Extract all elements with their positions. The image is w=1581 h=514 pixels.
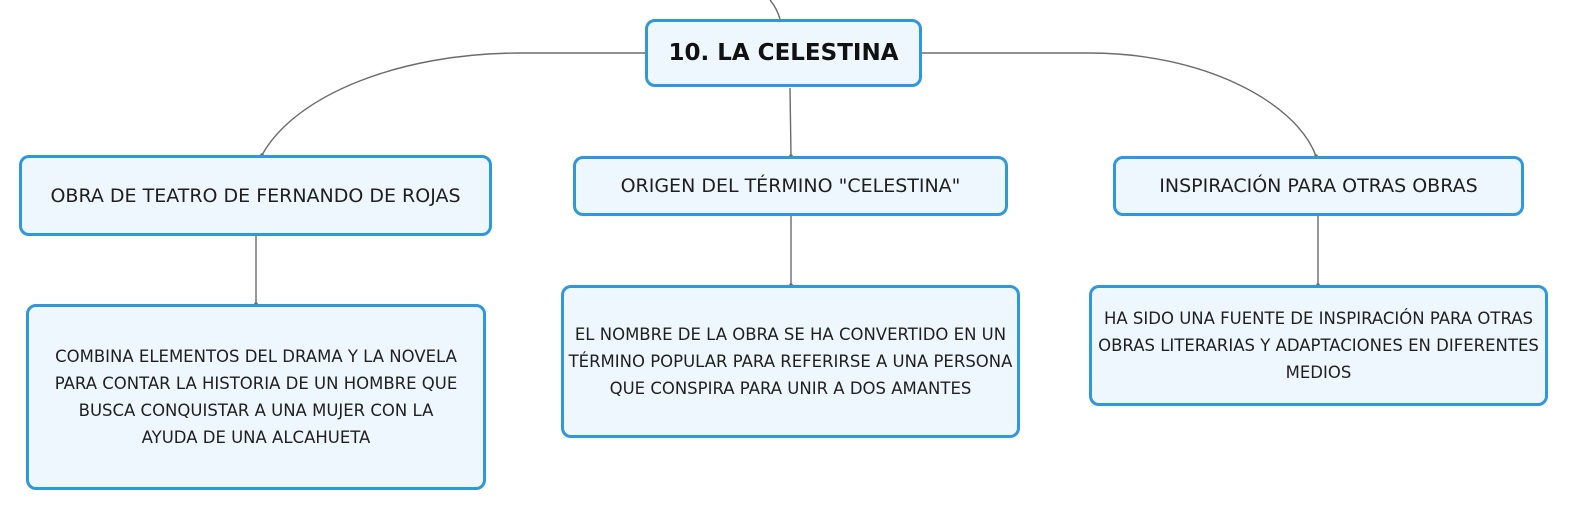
topic-node-label: ORIGEN DEL TÉRMINO "CELESTINA" — [620, 175, 961, 197]
detail-node-fuente-de-inspiracion[interactable]: HA SIDO UNA FUENTE DE INSPIRACIÓN PARA O… — [1089, 285, 1548, 406]
detail-node-label: HA SIDO UNA FUENTE DE INSPIRACIÓN PARA O… — [1098, 309, 1539, 382]
topic-node-inspiracion[interactable]: INSPIRACIÓN PARA OTRAS OBRAS — [1113, 156, 1524, 216]
detail-node-label: COMBINA ELEMENTOS DEL DRAMA Y LA NOVELA … — [54, 347, 458, 447]
connector-root-to-topic-2 — [789, 87, 792, 157]
topic-node-label: OBRA DE TEATRO DE FERNANDO DE ROJAS — [50, 184, 461, 207]
root-node[interactable]: 10. LA CELESTINA — [645, 19, 922, 87]
detail-node-nombre-de-la-obra[interactable]: EL NOMBRE DE LA OBRA SE HA CONVERTIDO EN… — [561, 285, 1020, 438]
detail-node-label: EL NOMBRE DE LA OBRA SE HA CONVERTIDO EN… — [568, 325, 1013, 398]
connector-root-to-topic-3 — [922, 52, 1317, 157]
topic-node-label: INSPIRACIÓN PARA OTRAS OBRAS — [1159, 175, 1478, 197]
topic-node-origen-del-termino[interactable]: ORIGEN DEL TÉRMINO "CELESTINA" — [573, 156, 1008, 216]
connector-parent-to-root — [769, 0, 781, 20]
topic-node-obra-de-teatro[interactable]: OBRA DE TEATRO DE FERNANDO DE ROJAS — [19, 155, 492, 236]
detail-node-combina-elementos[interactable]: COMBINA ELEMENTOS DEL DRAMA Y LA NOVELA … — [26, 304, 486, 490]
connector-root-to-topic-1 — [261, 52, 646, 156]
root-node-label: 10. LA CELESTINA — [668, 40, 899, 66]
